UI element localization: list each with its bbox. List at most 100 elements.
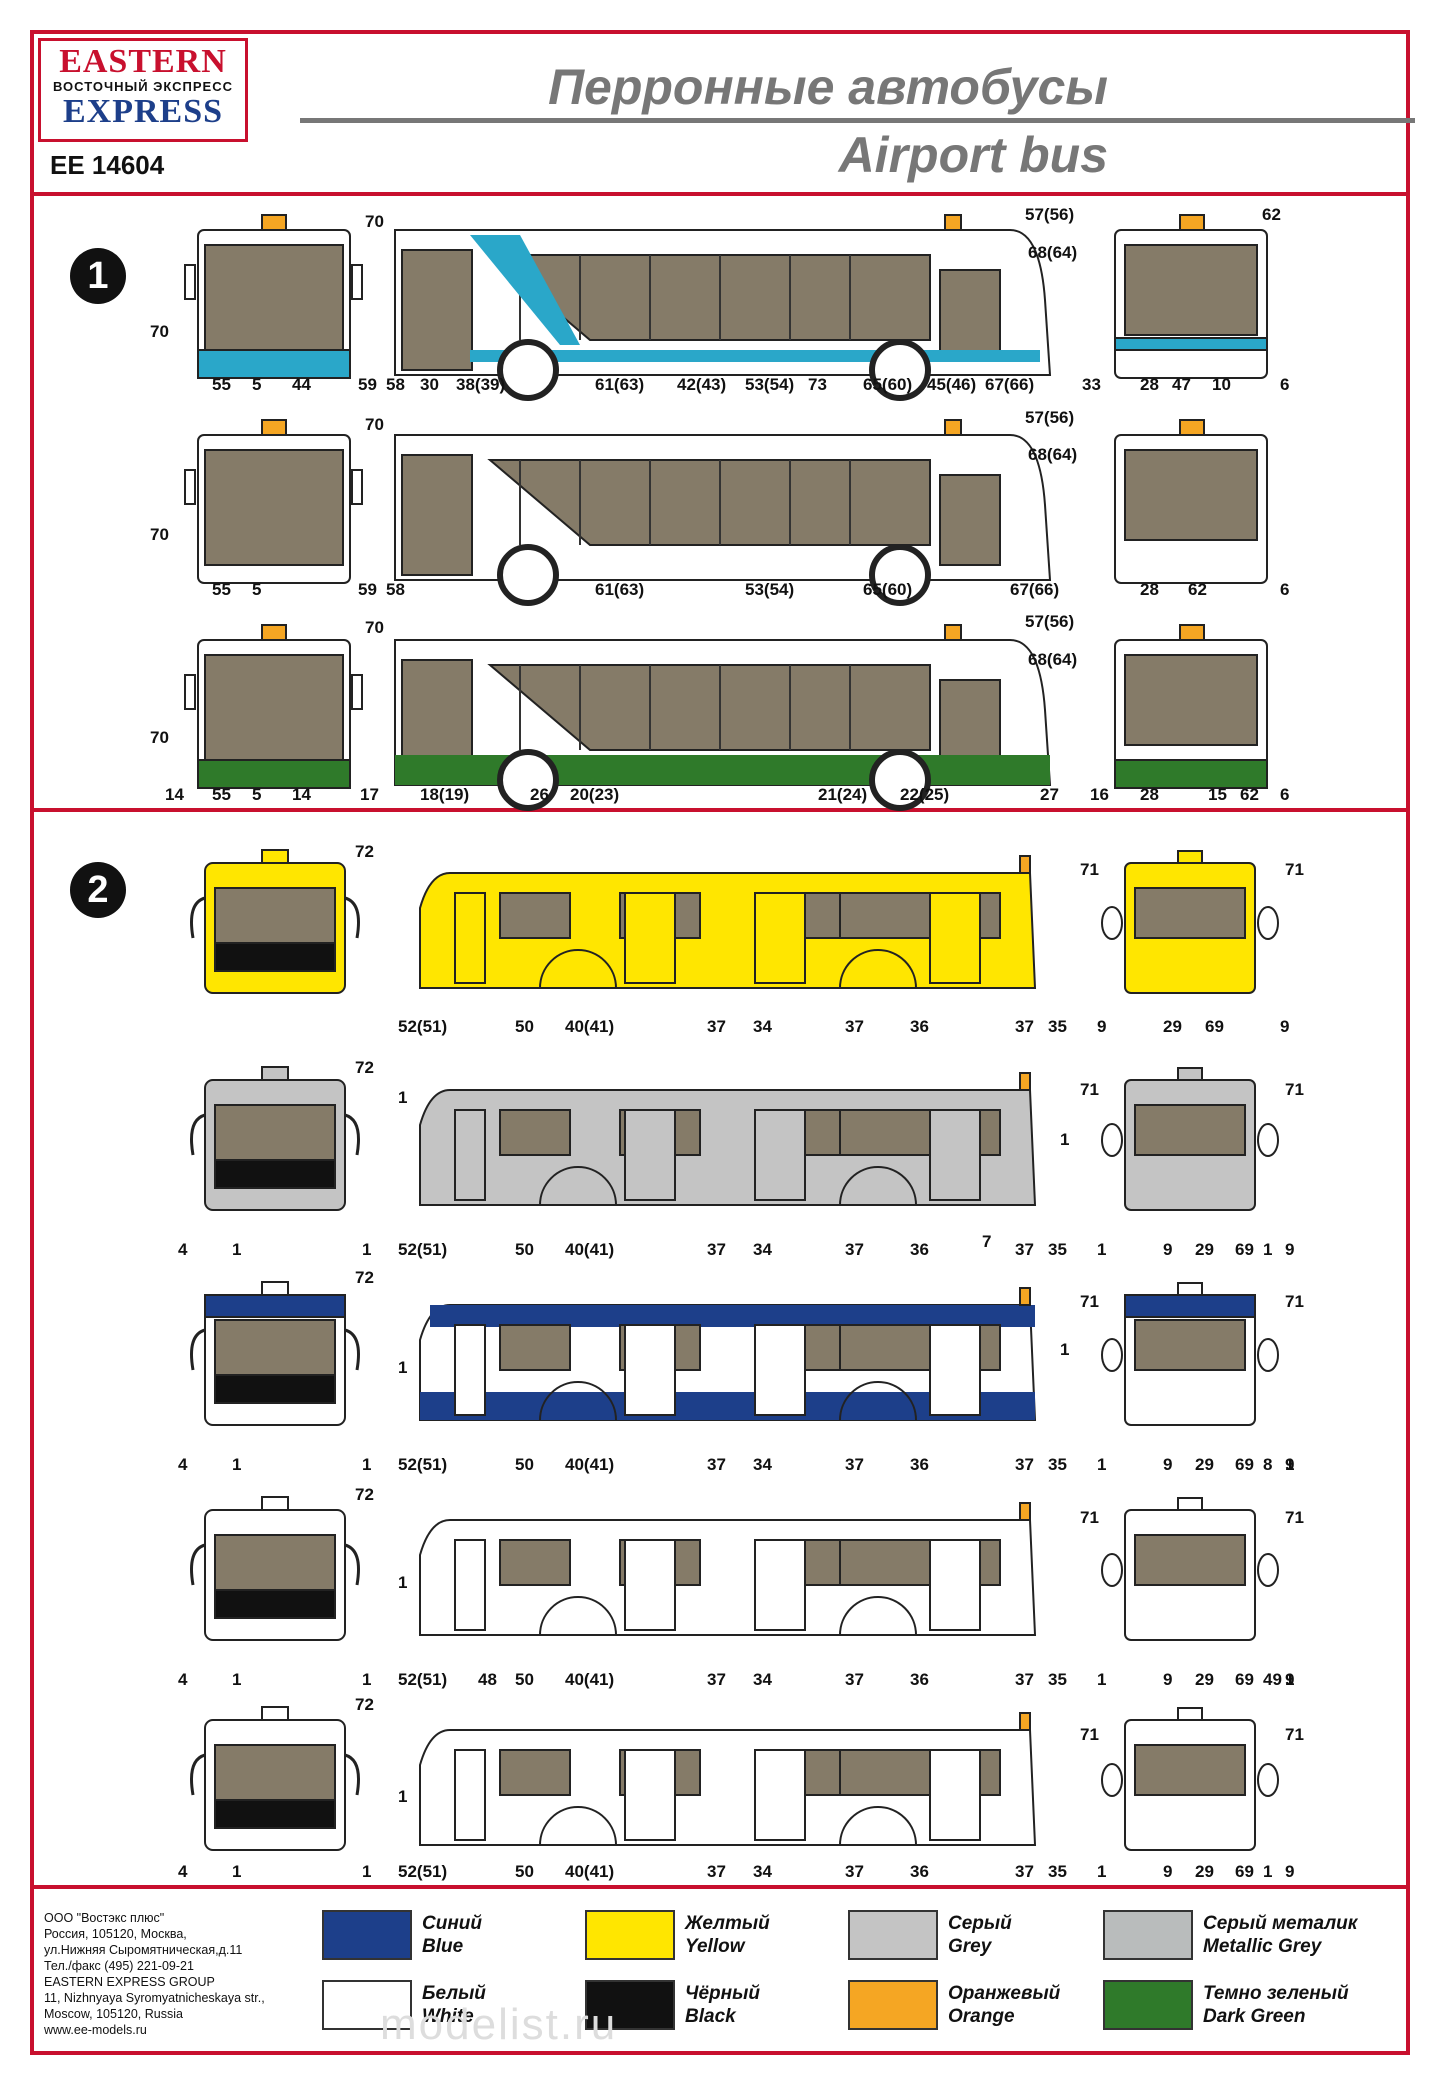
callout-label: 4: [178, 1455, 188, 1474]
callout-label: 71: [1285, 1725, 1304, 1744]
side-stripe-diag: [470, 235, 580, 345]
front-mirror-left: [190, 1328, 206, 1371]
callout-label: 9: [1163, 1670, 1173, 1689]
callout-label: 52(51): [398, 1862, 448, 1881]
callout-label: 71: [1285, 1508, 1304, 1527]
callout-label: 9: [1285, 1862, 1295, 1881]
front-mirror-right: [351, 264, 363, 300]
callout-label: 27: [1040, 785, 1059, 804]
address-line: Тел./факс (495) 221-09-21: [44, 1959, 194, 1973]
legend-label-en: Blue: [422, 1936, 464, 1957]
section-separator: [30, 808, 1410, 812]
front-mirror-left: [190, 1543, 206, 1586]
front-mirror-right: [344, 1328, 360, 1371]
front-stripe: [197, 349, 351, 379]
rear-stripe: [1114, 337, 1268, 351]
callout-label: 55: [212, 375, 231, 394]
callout-label: 52(51): [398, 1670, 448, 1689]
front-lower-band: [197, 759, 351, 789]
legend-label-ru: Темно зеленый: [1203, 1983, 1349, 2004]
rear-mirror-left: [1101, 1763, 1123, 1797]
callout-label: 69: [1235, 1455, 1254, 1474]
callout-label: 37: [845, 1240, 864, 1259]
legend-swatch: [848, 1980, 938, 2030]
callout-label: 40(41): [565, 1670, 615, 1689]
callout-label: 40(41): [565, 1455, 615, 1474]
callout-label: 35: [1048, 1862, 1067, 1881]
rear-beacon: [1179, 419, 1205, 436]
callout-label: 37: [707, 1862, 726, 1881]
callout-label: 61(63): [595, 375, 645, 394]
front-mirror-left: [184, 264, 196, 300]
side-wheel-front: [497, 544, 559, 606]
callout-label: 37: [845, 1862, 864, 1881]
callout-label: 1: [398, 1573, 408, 1592]
callout-label: 28: [1140, 785, 1159, 804]
side-wheel-arch-rear: [839, 1381, 917, 1421]
side-window: [499, 1749, 571, 1796]
callout-label: 59: [358, 580, 377, 599]
callout-label: 72: [355, 1485, 374, 1504]
callout-label: 7: [982, 1232, 992, 1251]
callout-label: 69: [1205, 1017, 1224, 1036]
callout-label: 50: [515, 1017, 534, 1036]
legend-label-ru: Синий: [422, 1913, 483, 1934]
front-mirror-left: [190, 1113, 206, 1156]
callout-label: 29: [1163, 1017, 1182, 1036]
callout-label: 37: [845, 1017, 864, 1036]
callout-label: 50: [515, 1670, 534, 1689]
side-window: [839, 1539, 931, 1586]
callout-label: 65(60): [863, 580, 913, 599]
callout-label: 33: [1082, 375, 1101, 394]
legend-swatch: [1103, 1980, 1193, 2030]
front-beacon: [261, 1706, 289, 1721]
callout-label: 10: [1212, 375, 1231, 394]
side-wheel-front: [497, 749, 559, 811]
callout-label: 4: [178, 1240, 188, 1259]
callout-label: 70: [365, 415, 384, 434]
side-door: [624, 1109, 676, 1201]
callout-label: 71: [1285, 1080, 1304, 1099]
callout-label: 29: [1195, 1670, 1214, 1689]
callout-label: 37: [1015, 1670, 1034, 1689]
callout-label: 37: [1015, 1455, 1034, 1474]
legend-label-en: Orange: [948, 2006, 1015, 2027]
callout-label: 1: [398, 1358, 408, 1377]
side-wheel-arch-front: [539, 1596, 617, 1636]
callout-label: 35: [1048, 1017, 1067, 1036]
side-beacon: [944, 214, 962, 231]
page-title-en: Airport bus: [838, 127, 1108, 183]
callout-label: 28: [1140, 375, 1159, 394]
callout-label: 57(56): [1025, 612, 1075, 631]
rear-window: [1134, 1534, 1246, 1586]
side-wheel-rear: [869, 339, 931, 401]
side-door-front: [401, 249, 473, 371]
side-door-front: [401, 454, 473, 576]
legend-label-ru: Желтый: [685, 1913, 770, 1934]
callout-label: 6: [1280, 580, 1290, 599]
legend-label-en: Yellow: [685, 1936, 745, 1957]
callout-label: 62: [1188, 580, 1207, 599]
callout-label: 70: [365, 212, 384, 231]
front-beacon: [261, 849, 289, 864]
front-mirror-left: [190, 1753, 206, 1796]
callout-label: 52(51): [398, 1017, 448, 1036]
callout-label: 8: [1263, 1455, 1273, 1474]
callout-label: 68(64): [1028, 650, 1078, 669]
callout-label: 61(63): [595, 580, 645, 599]
rear-window: [1124, 244, 1258, 336]
address-line: 11, Nizhnyaya Syromyatnicheskaya str.,: [44, 1991, 265, 2005]
header-separator: [30, 192, 1410, 196]
callout-label: 69: [1235, 1240, 1254, 1259]
side-wheel-rear: [869, 544, 931, 606]
front-mirror-right: [344, 1753, 360, 1796]
legend-swatch: [585, 1980, 675, 2030]
rear-window: [1134, 1319, 1246, 1371]
side-window: [499, 892, 571, 939]
front-mirror-right: [351, 469, 363, 505]
callout-label: 30: [420, 375, 439, 394]
